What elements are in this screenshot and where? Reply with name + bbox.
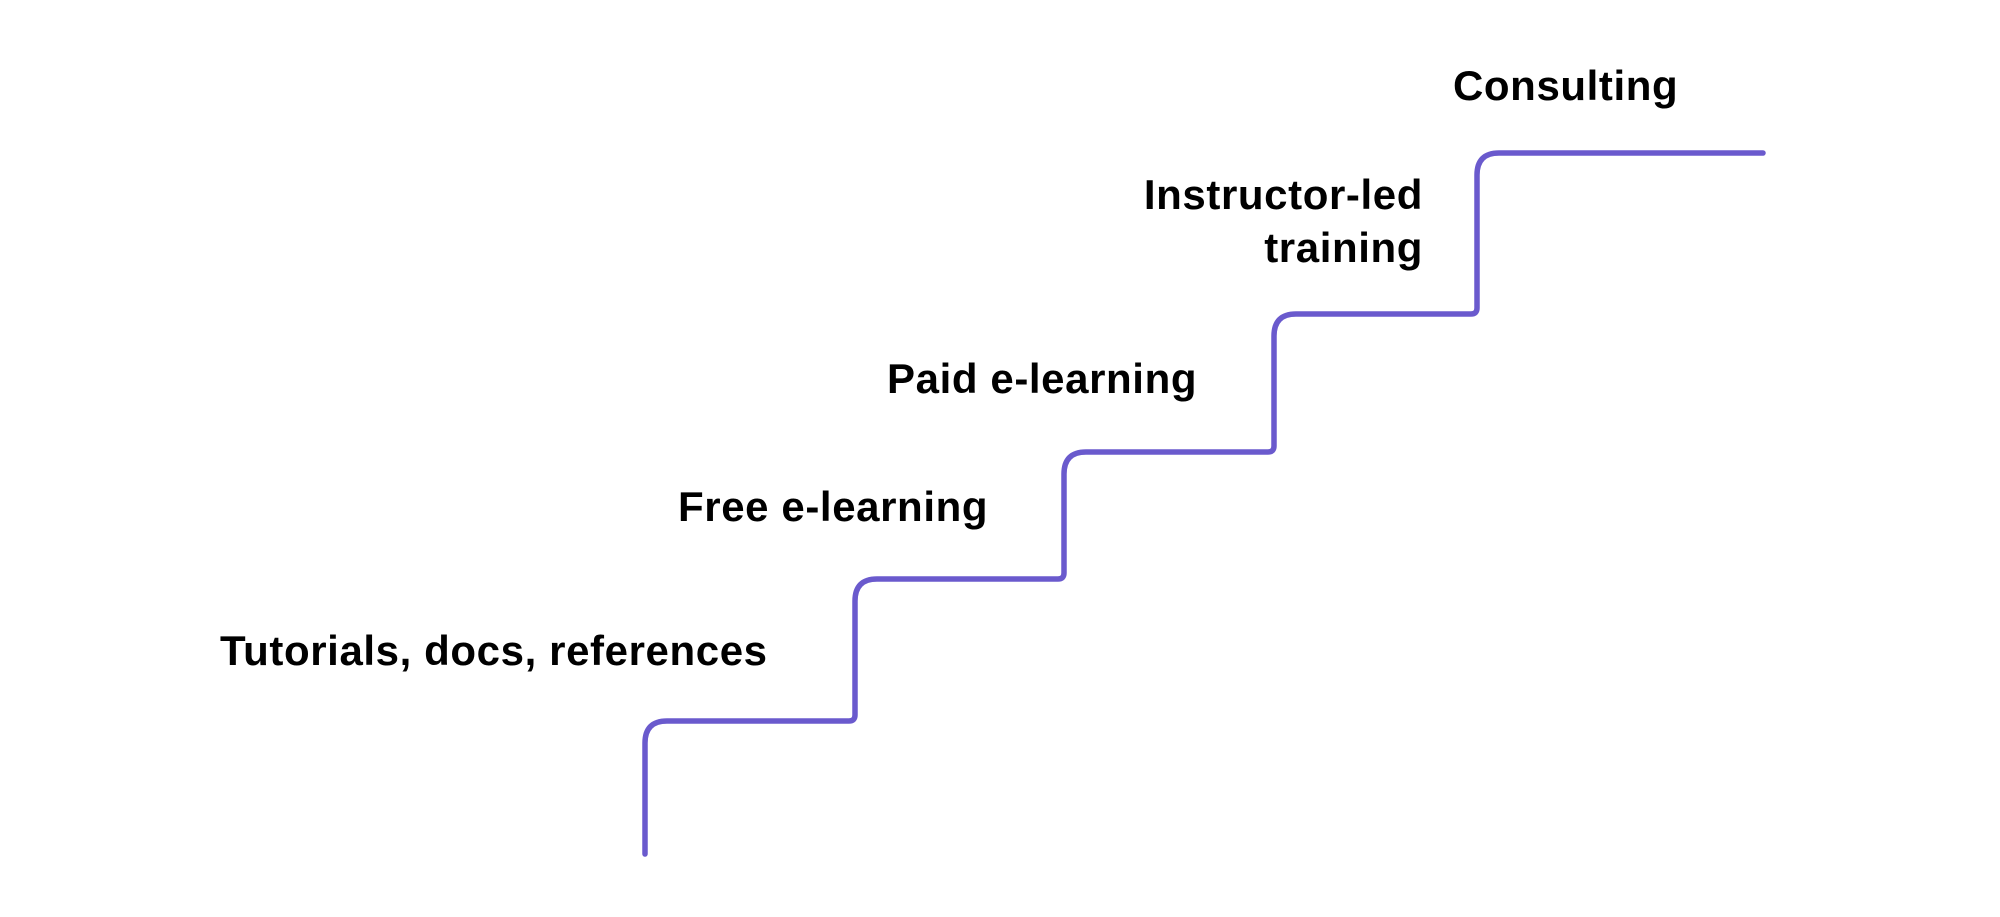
step-label-tutorials: Tutorials, docs, references [220,627,768,674]
step-label-line-2: training [1264,224,1423,271]
step-label-free-elearning: Free e-learning [678,483,989,530]
step-label-paid-elearning: Paid e-learning [887,355,1198,402]
step-label-instructor-led: Instructor-led training [1144,168,1423,274]
step-label-consulting: Consulting [1453,62,1679,109]
step-label-line-1: Instructor-led [1143,171,1423,218]
staircase-line [642,150,1766,857]
